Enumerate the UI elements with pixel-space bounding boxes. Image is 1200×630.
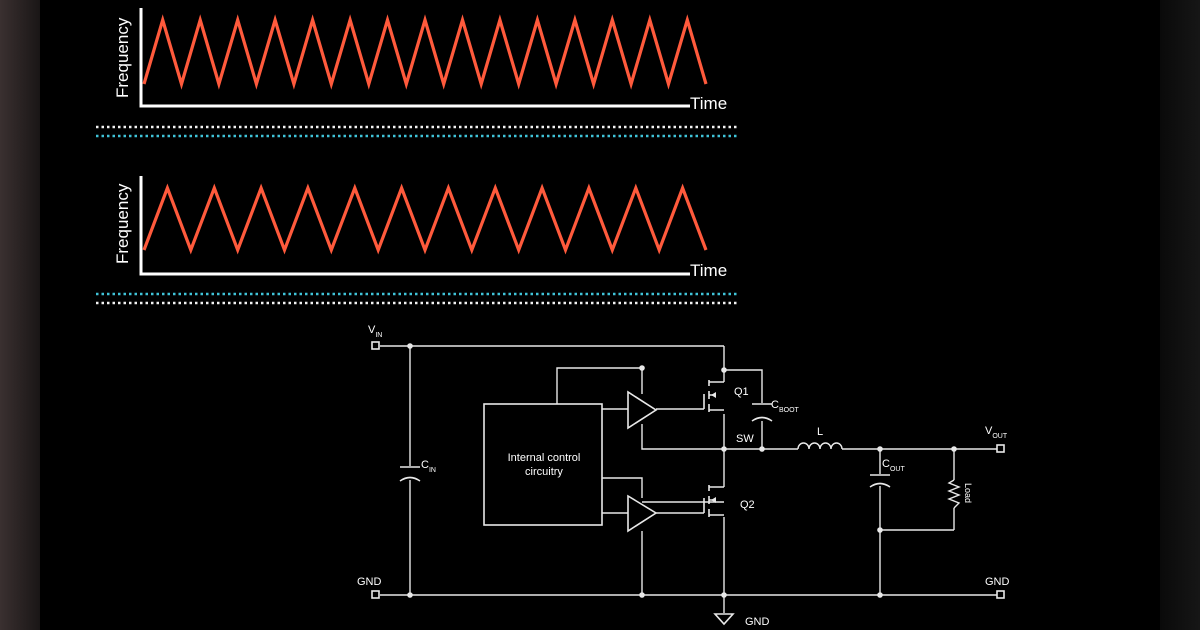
sw-label: SW: [736, 433, 754, 445]
junction-dots: [407, 343, 957, 598]
junction-dot: [721, 446, 727, 452]
right-edge-shade: [1160, 0, 1200, 630]
junction-dot: [951, 446, 957, 452]
bottom-triangle-wave: [142, 183, 708, 255]
cout-branch: [879, 449, 954, 595]
junction-dot: [721, 592, 727, 598]
ground-symbol: [713, 613, 735, 626]
vout-terminal: [996, 444, 1005, 453]
bottom-x-axis-label: Time: [690, 261, 727, 280]
control-block-label-line1: Internal control: [508, 452, 581, 464]
junction-dot: [407, 343, 413, 349]
junction-dot: [877, 446, 883, 452]
low-side-driver: [627, 494, 658, 533]
gnd-right-terminal: [996, 590, 1005, 599]
driver-supply-top: [556, 367, 642, 404]
top-triangle-wave: [142, 14, 708, 90]
junction-dot: [407, 592, 413, 598]
junction-dot: [721, 367, 727, 373]
q1-mosfet: [703, 380, 724, 412]
driver1-rails: [641, 368, 724, 450]
internal-control-block: [483, 403, 603, 526]
junction-dot: [639, 592, 645, 598]
cboot-capacitor: [751, 403, 773, 422]
bottom-y-axis-label: Frequency: [113, 183, 132, 264]
cout-capacitor: [869, 474, 891, 488]
driver2-rails: [641, 501, 724, 595]
junction-dot: [639, 365, 645, 371]
vout-label: VOUT: [985, 425, 1008, 440]
q2-mosfet: [703, 485, 724, 517]
top-x-axis-label: Time: [690, 94, 727, 113]
gnd-left-terminal: [371, 590, 380, 599]
top-y-axis-label: Frequency: [113, 17, 132, 98]
control-block-label-line2: circuitry: [525, 466, 563, 478]
cin-label: CIN: [421, 459, 436, 474]
load-resistor: [947, 479, 961, 509]
bottom-frequency-chart: Frequency Time: [113, 176, 727, 280]
boot-wire: [724, 369, 763, 449]
cboot-label: CBOOT: [771, 399, 800, 414]
inductor-coil: [797, 442, 843, 450]
junction-dot: [877, 527, 883, 533]
gnd-right-label: GND: [985, 576, 1010, 588]
gnd-left-label: GND: [357, 576, 382, 588]
buck-converter-schematic: Internal control circuitry VIN: [357, 324, 1010, 628]
cout-label: COUT: [882, 458, 905, 473]
junction-dot: [759, 446, 765, 452]
top-frequency-chart: Frequency Time: [113, 8, 727, 113]
vin-label: VIN: [368, 324, 382, 339]
q1-label: Q1: [734, 386, 749, 398]
gnd-bottom-label: GND: [745, 616, 770, 628]
cin-capacitor: [399, 466, 421, 482]
high-side-driver: [627, 390, 658, 430]
load-label: Load: [963, 483, 973, 503]
q2-label: Q2: [740, 499, 755, 511]
inductor-label: L: [817, 426, 823, 438]
block-to-driver2: [602, 477, 643, 514]
vin-terminal: [371, 341, 380, 350]
left-edge-shade: [0, 0, 40, 630]
junction-dot: [877, 592, 883, 598]
